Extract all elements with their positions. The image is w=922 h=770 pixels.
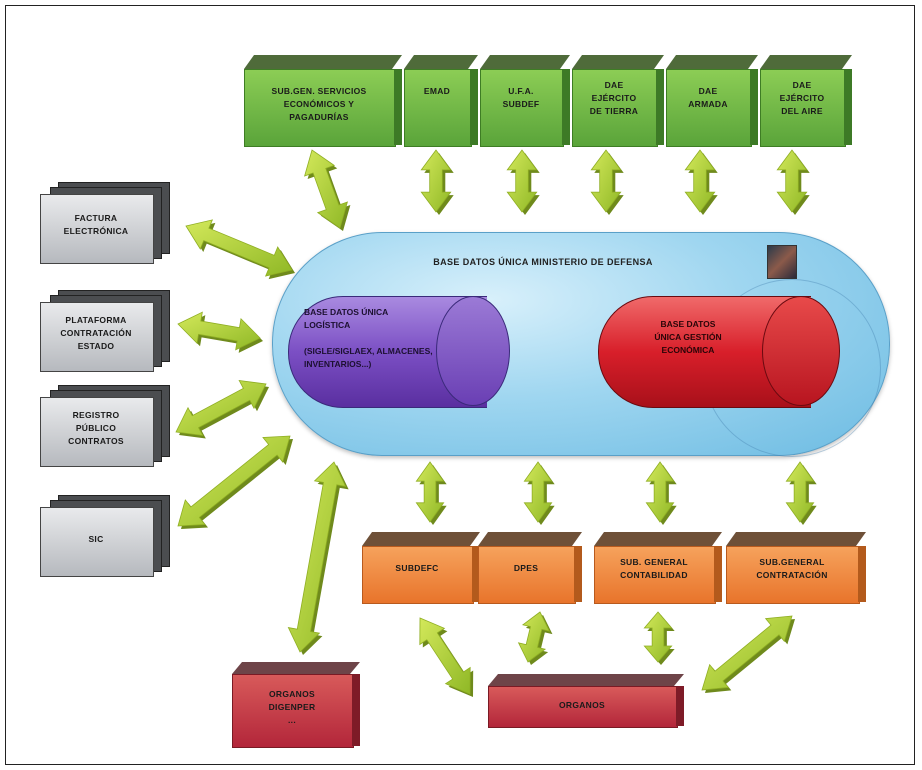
top-box: DAE ARMADA	[666, 55, 758, 147]
left-box-label: PLATAFORMA CONTRATACIÓN ESTADO	[60, 315, 132, 351]
red-box: ORGANOS	[488, 674, 684, 728]
bottom-box: SUB. GENERAL CONTABILIDAD	[594, 532, 722, 604]
left-box-label: FACTURA ELECTRÓNICA	[63, 213, 129, 236]
bottom-box-label: SUB.GENERAL CONTRATACIÓN	[756, 557, 828, 580]
economic-database-label: BASE DATOS ÚNICA GESTIÓN ECONÓMICA	[654, 319, 722, 355]
red-box-label: ORGANOS	[558, 700, 606, 710]
central-title: BASE DATOS ÚNICA MINISTERIO DE DEFENSA	[433, 257, 653, 267]
left-box: SIC	[40, 495, 170, 577]
bottom-box: SUB.GENERAL CONTRATACIÓN	[726, 532, 866, 604]
photo-thumbnail	[767, 245, 797, 279]
left-box: FACTURA ELECTRÓNICA	[40, 182, 170, 264]
red-box-label: ORGANOS DIGENPER ...	[268, 689, 316, 725]
top-box: DAE EJÉRCITO DEL AIRE	[760, 55, 852, 147]
left-arrow	[177, 435, 291, 527]
economic-database: BASE DATOS ÚNICA GESTIÓN ECONÓMICA	[598, 296, 840, 408]
top-box: DAE EJÉRCITO DE TIERRA	[572, 55, 664, 147]
logistics-database: BASE DATOS ÚNICA LOGÍSTICA (SIGLE/SIGLAE…	[288, 296, 510, 408]
bottom-arrow	[523, 461, 553, 523]
bottom-arrow	[415, 461, 445, 523]
top-box-label: DAE EJÉRCITO DE TIERRA	[589, 80, 639, 116]
top-arrow	[304, 149, 348, 229]
top-arrow	[506, 149, 538, 213]
bottom-box-label: SUB. GENERAL CONTABILIDAD	[620, 557, 688, 580]
top-box: SUB.GEN. SERVICIOS ECONÓMICOS Y PAGADURÍ…	[244, 55, 402, 147]
left-arrow	[177, 311, 261, 351]
top-box-label: DAE ARMADA	[688, 86, 728, 109]
bottom-arrow	[785, 461, 815, 523]
left-box-label: REGISTRO PÚBLICO CONTRATOS	[68, 410, 124, 446]
top-box: EMAD	[404, 55, 478, 147]
left-box-label: SIC	[88, 534, 104, 544]
top-arrow	[684, 149, 716, 213]
bottom-box-label: SUBDEFC	[395, 563, 439, 573]
lower-arrow	[517, 611, 551, 663]
left-arrow	[185, 219, 293, 277]
lower-arrow	[419, 617, 471, 695]
bottom-arrow	[645, 461, 675, 523]
bottom-box: DPES	[478, 532, 582, 604]
top-box: U.F.A. SUBDEF	[480, 55, 570, 147]
bottom-box: SUBDEFC	[362, 532, 480, 604]
top-box-label: EMAD	[423, 86, 451, 96]
lower-arrow	[643, 611, 673, 663]
lower-arrow	[701, 615, 793, 691]
red-box: ORGANOS DIGENPER ...	[232, 662, 360, 748]
top-box-label: U.F.A. SUBDEF	[502, 86, 540, 109]
bottom-box-label: DPES	[513, 563, 539, 573]
top-arrow	[420, 149, 452, 213]
long-arrow	[287, 461, 347, 653]
left-box: PLATAFORMA CONTRATACIÓN ESTADO	[40, 290, 170, 372]
figure-frame	[5, 5, 915, 765]
top-arrow	[590, 149, 622, 213]
left-box: REGISTRO PÚBLICO CONTRATOS	[40, 385, 170, 467]
top-box-label: SUB.GEN. SERVICIOS ECONÓMICOS Y PAGADURÍ…	[271, 86, 367, 122]
top-arrow	[776, 149, 808, 213]
top-box-label: DAE EJÉRCITO DEL AIRE	[779, 80, 825, 116]
left-arrow	[175, 379, 267, 437]
logistics-database-label: BASE DATOS ÚNICA LOGÍSTICA (SIGLE/SIGLAE…	[304, 307, 433, 369]
